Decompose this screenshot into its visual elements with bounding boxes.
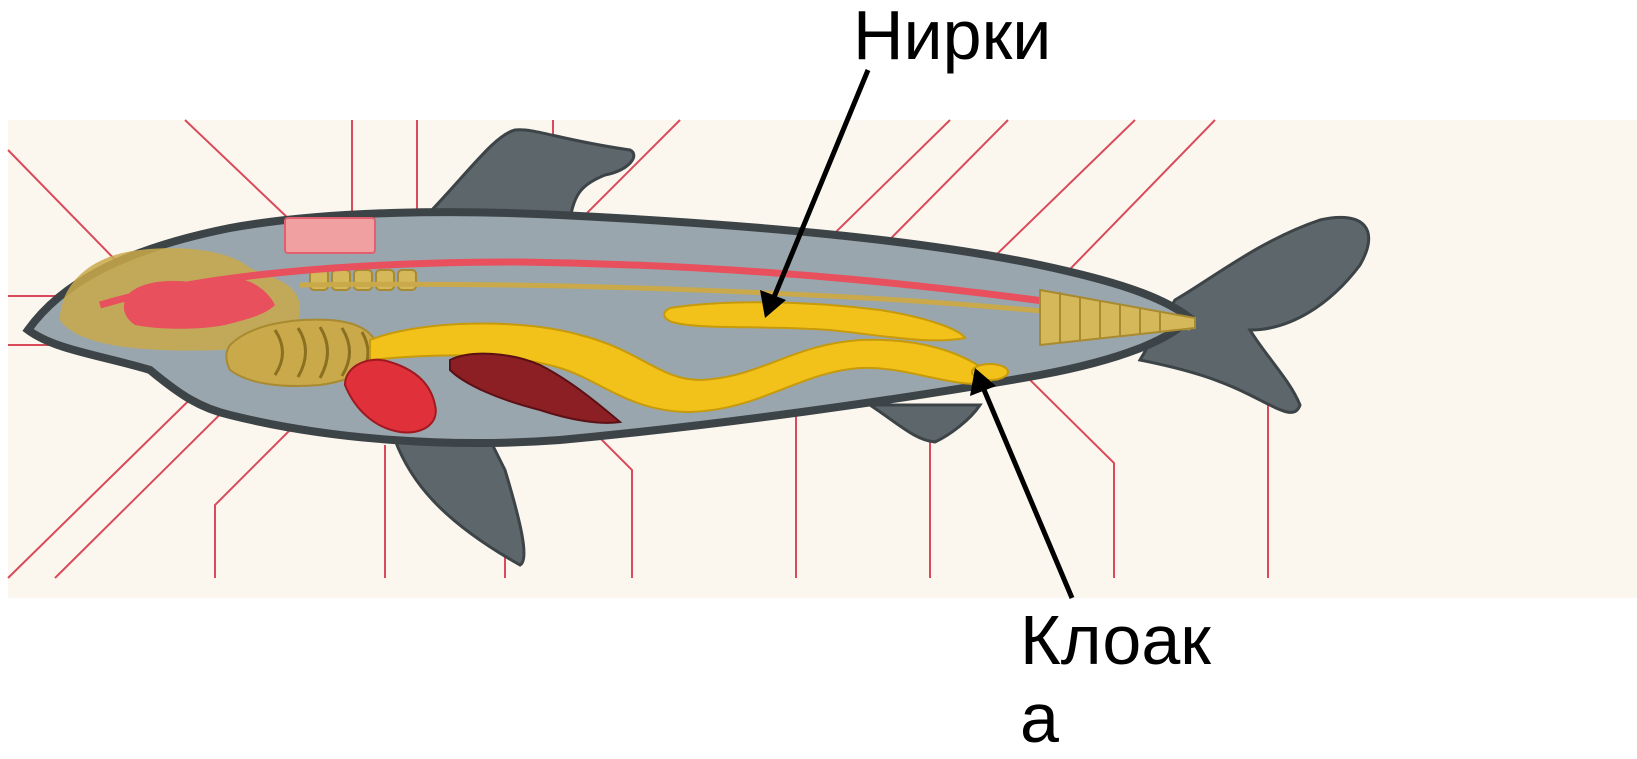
label-cloaca: Клоак bbox=[1020, 605, 1211, 675]
label-kidneys: Нирки bbox=[853, 0, 1051, 70]
label-cloaca-wrap: а bbox=[1020, 683, 1059, 753]
gill-slit-marks bbox=[285, 218, 375, 253]
